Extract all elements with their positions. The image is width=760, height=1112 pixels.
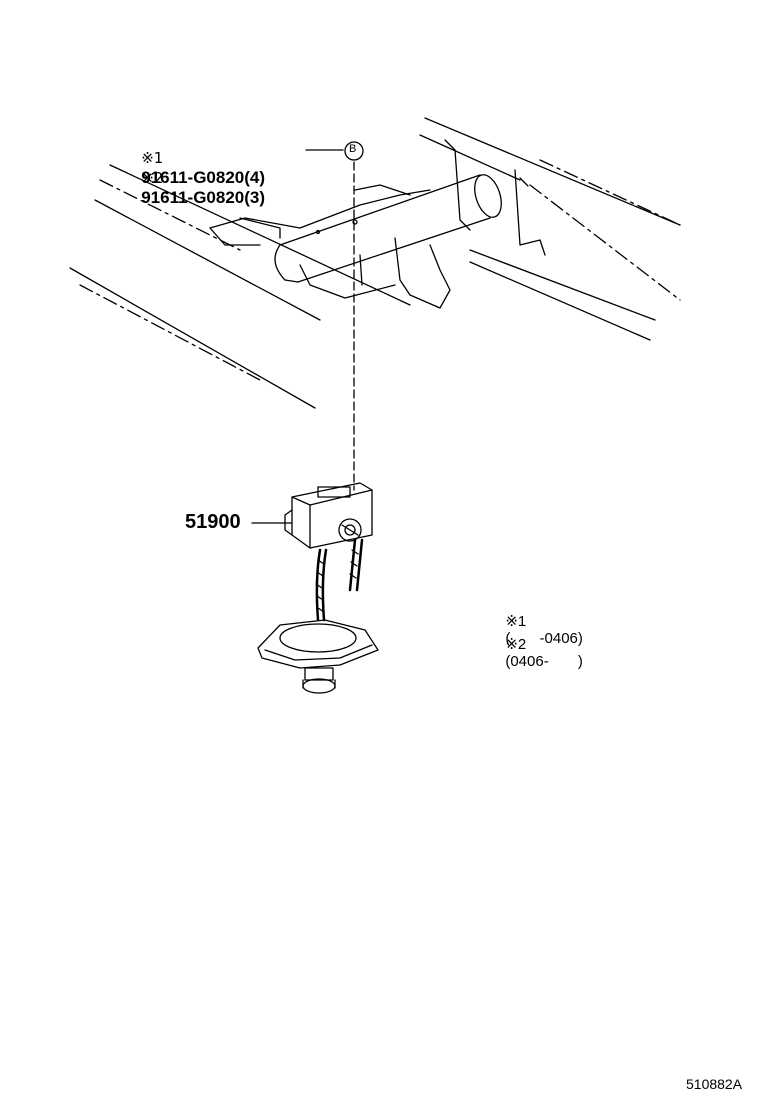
note-mark-1: ※1 xyxy=(141,149,164,167)
legend-mark-2: ※2 xyxy=(505,636,527,653)
diagram-code: 510882A xyxy=(686,1076,743,1092)
note-mark-2: ※2 xyxy=(141,169,164,187)
callout-bolt-row1: ※1 91611-G0820(4) xyxy=(122,131,265,188)
bolt-qty-2: (3) xyxy=(244,188,266,207)
ref-circle xyxy=(344,141,364,161)
ref-circle-label: B xyxy=(349,143,357,155)
frame-rail-right-icon xyxy=(419,117,681,341)
legend-mark-1: ※1 xyxy=(505,613,527,630)
legend-range-2: (0406- ) xyxy=(505,653,583,670)
main-part-number: 51900 xyxy=(185,511,241,533)
bolt-part-number-2: 91611-G0820 xyxy=(141,188,245,207)
bolt-qty-1: (4) xyxy=(244,168,266,187)
legend-range-1: ( -0406) xyxy=(505,630,583,647)
mounting-bracket-icon xyxy=(209,184,451,309)
bolt-part-number-1: 91611-G0820 xyxy=(141,168,245,187)
chain-icon xyxy=(315,538,364,622)
frame-rail-left-icon xyxy=(69,164,411,409)
frame-crossmember-icon xyxy=(274,174,502,283)
base-plate-icon xyxy=(257,619,379,694)
legend-row1: ※1 ( -0406) xyxy=(497,595,583,647)
spare-tire-carrier-icon xyxy=(284,482,373,549)
callout-bolt-row2: ※2 91611-G0820(3) xyxy=(122,151,265,208)
legend-row2: ※2 (0406- ) xyxy=(497,618,583,670)
